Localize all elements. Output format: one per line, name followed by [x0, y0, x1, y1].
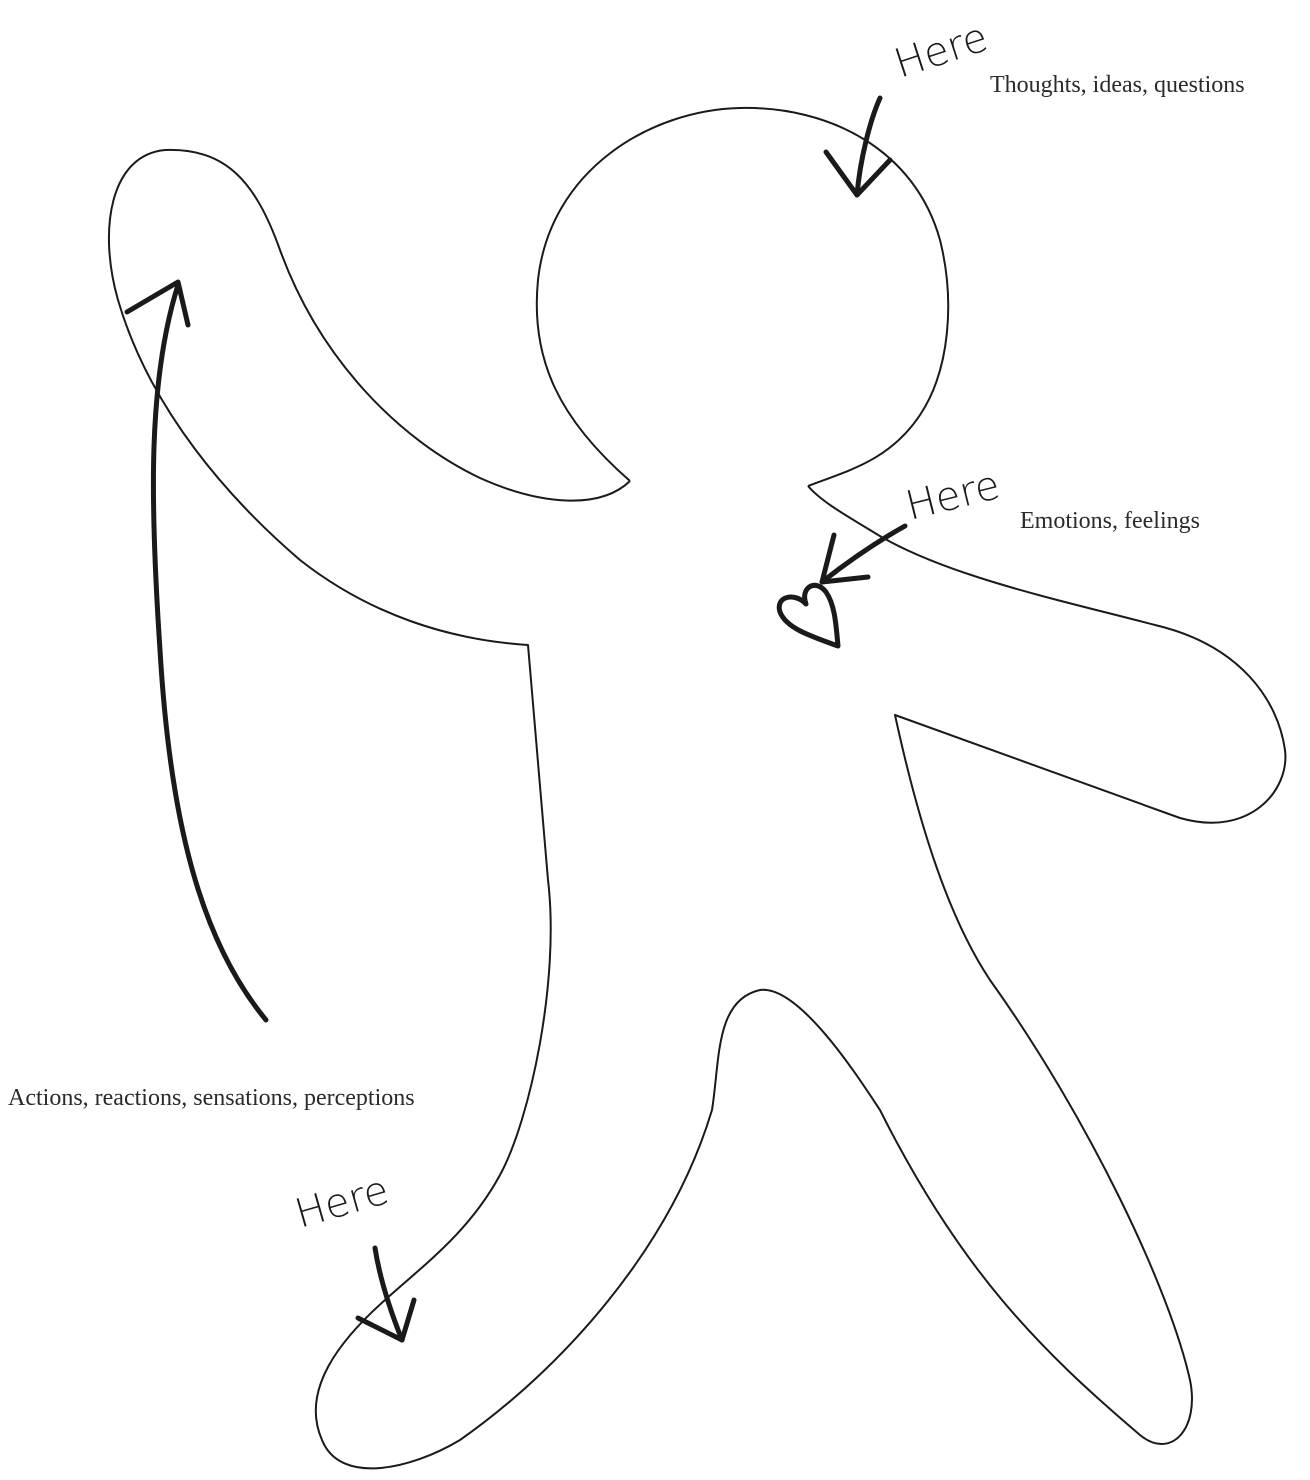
body-marker — [127, 282, 266, 1020]
long-arrow-icon — [153, 285, 266, 1020]
thoughts-label: Thoughts, ideas, questions — [990, 72, 1245, 99]
emotions-label: Emotions, feelings — [1020, 508, 1200, 535]
leg-here-text: Here — [290, 1167, 394, 1237]
chest-here-text: Here — [901, 462, 1004, 530]
heart-icon — [779, 585, 838, 646]
head-marker: Here — [826, 14, 993, 195]
chest-marker: Here — [779, 462, 1004, 646]
leg-marker: Here — [290, 1167, 414, 1340]
head-here-text: Here — [889, 14, 993, 87]
body-outline — [109, 150, 1285, 1468]
actions-label: Actions, reactions, sensations, percepti… — [8, 1085, 415, 1112]
